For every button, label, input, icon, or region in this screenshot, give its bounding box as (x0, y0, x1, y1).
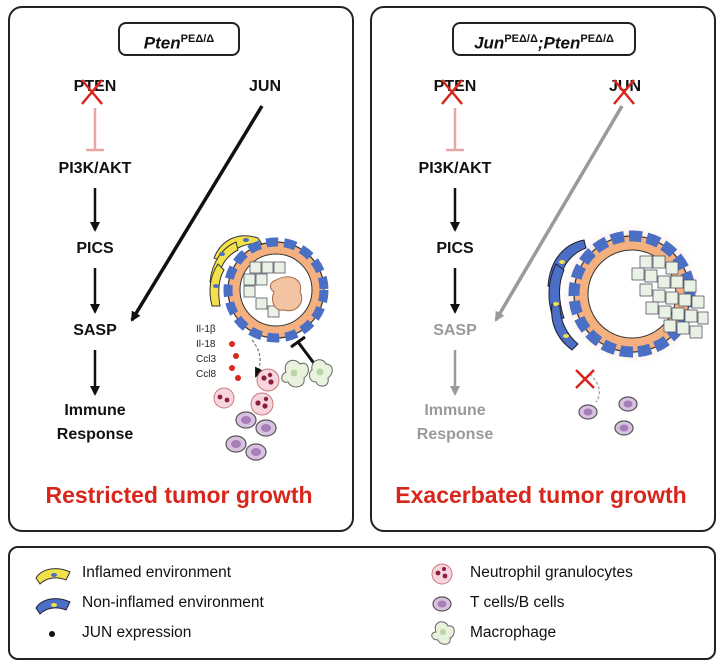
left-node-immune: Immune (64, 402, 126, 419)
left-gland-icon (209, 235, 329, 343)
cytokine-ccl3: Ccl3 (196, 354, 217, 365)
right-node-sasp: SASP (433, 322, 477, 339)
right-outcome: Exacerbated tumor growth (395, 482, 687, 508)
right-gland-icon (547, 224, 709, 364)
legend-inflamed-label: Inflamed environment (82, 564, 232, 581)
left-node-pi3k-akt: PI3K/AKT (58, 160, 132, 177)
legend-non-inflamed-label: Non-inflamed environment (82, 594, 264, 611)
legend-lymphocyte-label: T cells/B cells (470, 594, 565, 611)
left-node-response: Response (56, 426, 134, 443)
left-neutrophils (213, 368, 280, 416)
left-pten-inhibit-line (86, 108, 104, 152)
legend-jun-label: JUN expression (82, 624, 192, 641)
left-macrophage-inhibit (290, 335, 318, 367)
right-node-pi3k-akt: PI3K/AKT (418, 160, 492, 177)
left-lymphocytes (225, 411, 277, 461)
right-node-response: Response (416, 426, 494, 443)
right-genotype-jun-sup: PEΔ/Δ (504, 33, 538, 45)
left-arrow-jun-sasp (130, 105, 264, 322)
cytokine-list: Il-1β Il-18 Ccl3 Ccl8 (196, 322, 216, 382)
inflamed-cell-icon (35, 568, 71, 585)
right-recruit-arrow (589, 373, 600, 403)
left-genotype-box: PtenPEΔ/Δ (118, 22, 240, 56)
cytokine-il1b: Il-1β (196, 324, 216, 335)
left-node-sasp: SASP (73, 322, 117, 339)
right-arrow-jun-sasp (494, 105, 624, 322)
non-inflamed-cell-icon (35, 598, 71, 615)
left-node-pics: PICS (76, 240, 114, 257)
left-genotype-name: Pten (143, 33, 181, 53)
left-recruit-arrow (251, 339, 265, 378)
jun-dot-icon (49, 631, 55, 637)
right-lymphocytes (578, 396, 638, 436)
right-genotype-pten-sup: PEΔ/Δ (580, 33, 614, 45)
left-pten-cross-icon (81, 79, 103, 105)
left-cytokine-dots (229, 341, 241, 381)
left-genotype-sup: PEΔ/Δ (180, 33, 215, 45)
right-pten-cross-icon (441, 79, 463, 105)
right-genotype-pten: Pten (543, 33, 581, 53)
right-jun-cross-icon (613, 79, 635, 105)
legend-macrophage-label: Macrophage (470, 624, 557, 641)
neutrophil-icon (431, 563, 453, 585)
left-outcome: Restricted tumor growth (45, 482, 313, 508)
right-node-immune: Immune (424, 402, 486, 419)
right-block-cross-icon (575, 369, 595, 389)
right-genotype-sep: ; (537, 33, 544, 53)
legend-panel (8, 546, 716, 660)
legend-neutrophil-label: Neutrophil granulocytes (470, 564, 633, 581)
right-genotype-box: JunPEΔ/Δ;PtenPEΔ/Δ (452, 22, 636, 56)
macrophage-icon (431, 621, 455, 645)
right-pten-inhibit-line (446, 108, 464, 152)
right-genotype-jun: Jun (474, 33, 505, 53)
left-node-jun: JUN (248, 78, 281, 95)
lymphocyte-icon (432, 596, 452, 612)
cytokine-ccl8: Ccl8 (196, 369, 217, 380)
cytokine-il18: Il-18 (196, 339, 216, 350)
left-macrophages (281, 359, 333, 388)
right-node-pics: PICS (436, 240, 474, 257)
